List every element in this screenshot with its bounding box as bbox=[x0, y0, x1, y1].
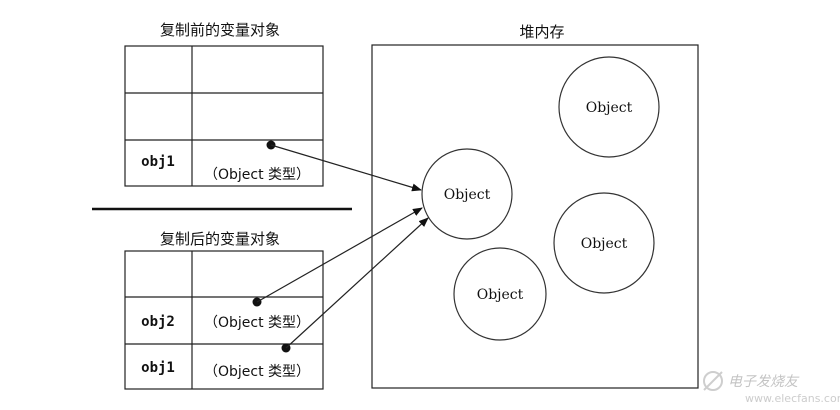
elecfans-watermark: 电子发烧友 www.elecfans.com bbox=[703, 371, 840, 405]
watermark-text: 电子发烧友 bbox=[728, 374, 800, 390]
heap-object-bottom: Object bbox=[453, 247, 547, 341]
before-variable-table bbox=[124, 45, 324, 187]
before-row-obj1-name: obj1 bbox=[141, 154, 175, 170]
after-row-obj2-type: （Object 类型） bbox=[204, 315, 310, 331]
before-obj1-reference-arrow bbox=[270, 144, 422, 192]
heap-object-label: Object bbox=[444, 187, 491, 203]
heap-object-top-right: Object bbox=[558, 56, 660, 158]
watermark-url: www.elecfans.com bbox=[745, 392, 840, 405]
after-row-obj1-type: （Object 类型） bbox=[204, 364, 310, 380]
before-row-obj1-type: （Object 类型） bbox=[204, 167, 310, 183]
after-copy-title: 复制后的变量对象 bbox=[160, 230, 280, 248]
reference-arrows bbox=[252, 140, 429, 353]
heap-object-label: Object bbox=[586, 100, 633, 116]
after-obj2-reference-arrow bbox=[256, 207, 423, 303]
after-obj1-reference-arrow bbox=[285, 217, 429, 349]
heap-object-label: Object bbox=[581, 236, 628, 252]
heap-object-referenced: Object bbox=[421, 148, 513, 240]
heap-memory-box bbox=[371, 44, 699, 389]
heap-object-label: Object bbox=[477, 287, 524, 303]
heap-object-right: Object bbox=[553, 192, 655, 294]
heap-title: 堆内存 bbox=[519, 23, 564, 41]
after-row-obj2-name: obj2 bbox=[141, 314, 175, 330]
watermark-logo-icon bbox=[703, 371, 723, 391]
before-copy-title: 复制前的变量对象 bbox=[160, 21, 280, 39]
after-row-obj1-name: obj1 bbox=[141, 360, 175, 376]
